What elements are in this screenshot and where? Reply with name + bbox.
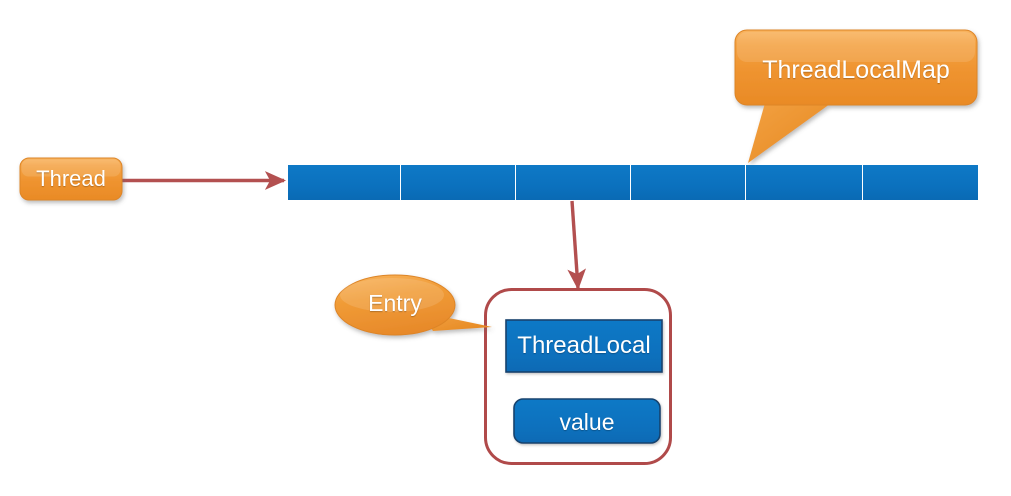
cell-to-entry-arrow <box>567 200 587 291</box>
thread-node[interactable] <box>19 157 123 201</box>
threadlocalmap-label: ThreadLocalMap <box>762 56 950 84</box>
array-cell-2[interactable] <box>516 165 630 200</box>
array-cell-4[interactable] <box>746 165 862 200</box>
threadlocal-box[interactable] <box>505 319 663 373</box>
callout-tail <box>748 96 841 163</box>
threadlocalmap-array <box>288 165 978 200</box>
value-label: value <box>559 409 615 435</box>
entry-callout[interactable] <box>334 274 492 336</box>
entry-label: Entry <box>368 290 422 316</box>
array-cell-3[interactable] <box>631 165 745 200</box>
value-box[interactable] <box>513 398 661 444</box>
array-cell-1[interactable] <box>401 165 515 200</box>
array-cell-0[interactable] <box>288 165 400 200</box>
thread-label: Thread <box>36 166 106 191</box>
threadlocal-label: ThreadLocal <box>517 332 651 359</box>
array-cell-5[interactable] <box>863 165 978 200</box>
threadlocalmap-callout[interactable] <box>734 29 978 163</box>
